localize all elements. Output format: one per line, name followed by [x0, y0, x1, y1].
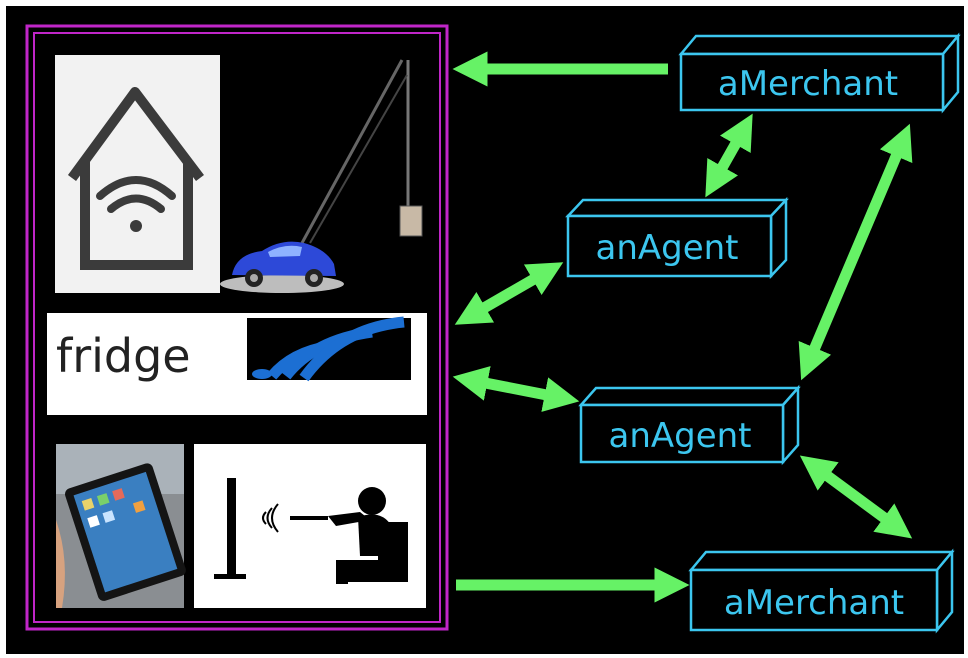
agent-node-lower: anAgent	[578, 384, 801, 466]
wireless-signal-icon	[247, 316, 411, 382]
fridge-card: fridge	[47, 313, 427, 415]
arrow-agent-lower-merchant-bottom	[799, 455, 913, 539]
agent-lower-label: anAgent	[608, 416, 751, 456]
device-panel	[25, 24, 449, 631]
person-remote-icon	[194, 444, 426, 608]
merchant-bottom-label: aMerchant	[724, 583, 904, 623]
arrow-merchant-top-agent-lower	[798, 123, 913, 381]
merchant-top-label: aMerchant	[718, 64, 898, 104]
merchant-node-top: aMerchant	[678, 32, 961, 114]
arrow-panel-agent-lower	[452, 366, 580, 412]
agent-node-upper: anAgent	[565, 196, 789, 280]
arrow-agent-upper-merchant-top	[705, 113, 753, 198]
tablet-icon	[56, 444, 186, 608]
arrows	[452, 51, 913, 603]
house-wifi-icon	[55, 55, 220, 293]
merchant-node-bottom: aMerchant	[688, 548, 955, 634]
car-crane-icon	[220, 59, 423, 293]
agent-upper-label: anAgent	[595, 228, 738, 268]
arrow-panel-agent-upper	[454, 262, 564, 325]
fridge-label: fridge	[56, 329, 191, 383]
